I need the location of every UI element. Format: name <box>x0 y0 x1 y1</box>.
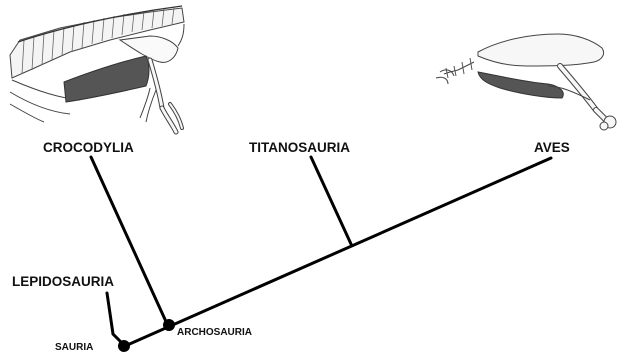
label-lepidosauria: LEPIDOSAURIA <box>12 274 114 289</box>
branch-crocodylia <box>91 157 168 326</box>
crocodile-skeleton-illustration <box>10 6 184 132</box>
sauria-node-dot <box>118 340 130 352</box>
branch-titanosauria <box>311 157 351 244</box>
label-crocodylia: CROCODYLIA <box>43 140 134 155</box>
archosauria-node-dot <box>163 319 175 331</box>
label-titanosauria: TITANOSAURIA <box>249 140 350 155</box>
cladogram-branches <box>91 157 551 346</box>
label-archosauria: ARCHOSAURIA <box>177 327 252 338</box>
label-sauria: SAURIA <box>55 342 93 352</box>
main-stem-to-aves <box>125 158 551 346</box>
label-aves: AVES <box>534 140 570 155</box>
branch-lepidosauria <box>107 293 125 346</box>
bird-pelvis-illustration <box>436 34 616 130</box>
